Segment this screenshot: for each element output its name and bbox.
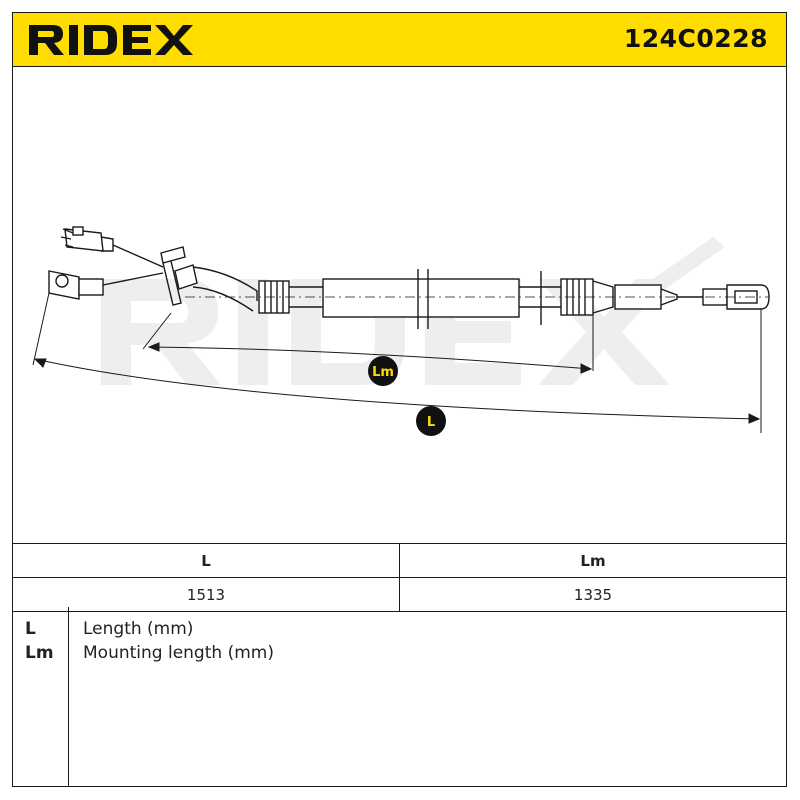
dimension-l xyxy=(32,292,762,433)
value-lm: 1335 xyxy=(399,577,786,612)
l-marker-label: L xyxy=(427,415,435,430)
legend-symbol: L xyxy=(25,619,36,639)
technical-drawing: Lm L xyxy=(13,67,786,543)
legend-description: Mounting length (mm) xyxy=(83,643,274,663)
l-marker xyxy=(416,406,446,436)
header-lm: Lm xyxy=(399,543,786,578)
dimension-lm xyxy=(142,312,594,374)
dimensions-table: L Lm 1513 1335 xyxy=(13,543,786,612)
dimensions-value-row: 1513 1335 xyxy=(13,577,786,612)
legend: L Length (mm) Lm Mounting length (mm) xyxy=(13,607,786,786)
dimensions-header-row: L Lm xyxy=(13,543,786,578)
header-l: L xyxy=(13,543,400,578)
part-number: 124C0228 xyxy=(623,24,768,53)
lm-marker xyxy=(368,356,398,386)
ridex-logo xyxy=(27,21,197,61)
legend-symbol: Lm xyxy=(25,643,54,663)
value-l: 1513 xyxy=(13,577,400,612)
legend-description: Length (mm) xyxy=(83,619,194,639)
datasheet-frame: 124C0228 xyxy=(12,12,787,787)
brake-cable xyxy=(48,226,770,329)
legend-divider xyxy=(68,607,69,786)
header-bar: 124C0228 xyxy=(13,13,786,67)
lm-marker-label: Lm xyxy=(372,365,394,380)
